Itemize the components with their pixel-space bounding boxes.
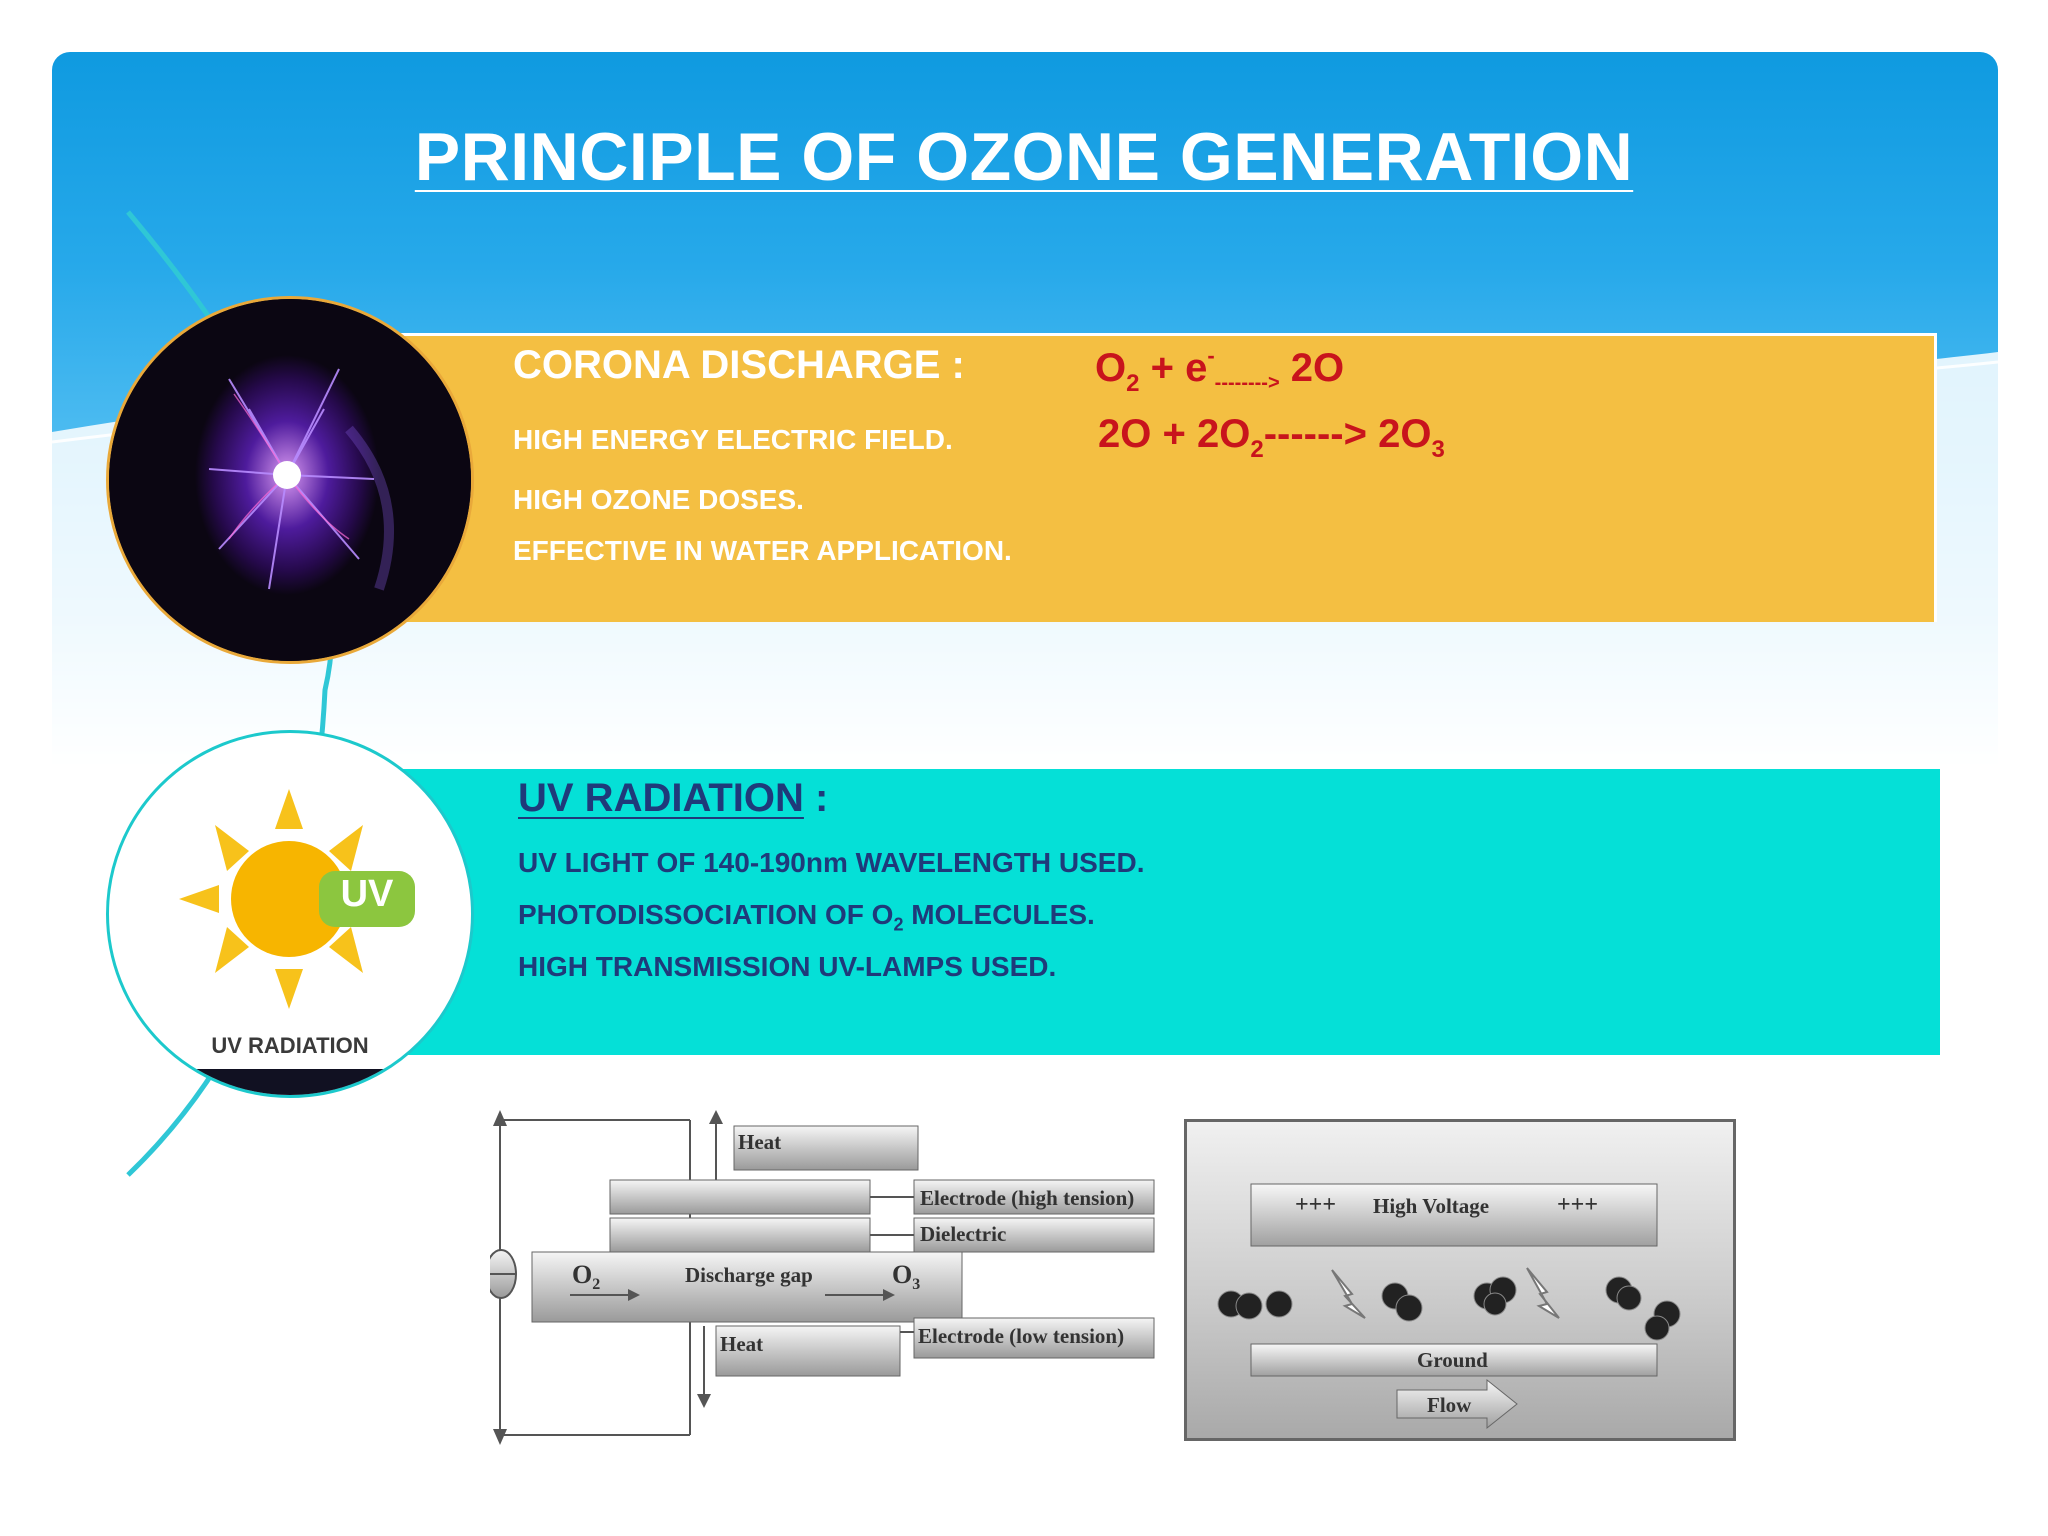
uv-point-2-pre: PHOTODISSOCIATION OF O [518,899,894,930]
corona-point-3: EFFECTIVE IN WATER APPLICATION. [513,535,1012,566]
uv-point-2: PHOTODISSOCIATION OF O2 MOLECULES. [518,899,1095,936]
uv-radiation-band [360,769,1940,1055]
plus-right-label: +++ [1557,1192,1599,1218]
plasma-ball-icon [106,296,474,664]
eq1-arrow: --------> [1214,372,1280,394]
uv-heading: UV RADIATION : [518,776,828,821]
electrode-high-label: Electrode (high tension) [920,1186,1135,1210]
corona-heading: CORONA DISCHARGE : [513,343,965,387]
uv-heading-text: UV RADIATION [518,776,804,820]
o2-text: O [572,1260,593,1289]
plus-left-label: +++ [1295,1192,1337,1218]
o3-sub: 3 [912,1276,921,1294]
high-voltage-label: High Voltage [1373,1194,1490,1218]
uv-icon-caption: UV RADIATION [211,1033,369,1058]
eq2-2o2: 2O [1196,412,1251,456]
discharge-cell-diagram: Heat Electrode (high tension) Dielectric… [490,1110,1170,1450]
uv-point-2-post: MOLECULES. [903,899,1095,930]
eq2-2o: 2O [1098,412,1152,456]
ground-label: Ground [1417,1348,1488,1372]
uv-point-1: UV LIGHT OF 140-190nm WAVELENGTH USED. [518,847,1145,878]
eq1-o-sub: 2 [1126,370,1140,397]
uv-point-2-sub: 2 [893,914,904,935]
uv-heading-colon: : [803,776,829,820]
eq2-plus: + [1162,412,1186,456]
flow-label: Flow [1427,1393,1472,1417]
sun-uv-icon: UV UV RADIATION [106,730,474,1098]
uv-badge: UV [340,873,394,915]
dielectric-label: Dielectric [920,1222,1007,1246]
eq1-o: O [1095,346,1127,390]
eq1-e-sup: - [1207,343,1215,368]
equation-1: O2 + e- --------> 2O [1095,343,1344,398]
electrode-low-label: Electrode (low tension) [918,1324,1125,1348]
o2-sub: 2 [592,1276,601,1294]
corona-discharge-band [360,333,1937,622]
eq2-rhs-sub: 3 [1431,436,1445,463]
uv-point-3: HIGH TRANSMISSION UV-LAMPS USED. [518,951,1057,982]
eq2-rhs: 2O [1378,412,1432,456]
eq1-rhs: 2O [1290,346,1345,390]
corona-point-2: HIGH OZONE DOSES. [513,484,804,515]
corona-flow-diagram: +++ High Voltage +++ Ground Flow [1184,1119,1736,1441]
eq1-plus: + [1150,346,1174,390]
slide-title: PRINCIPLE OF OZONE GENERATION [414,119,1634,195]
discharge-gap-label: Discharge gap [685,1263,813,1287]
o3-label: O3 [892,1260,920,1294]
eq2-2o2-sub: 2 [1250,436,1264,463]
o3-text: O [892,1260,913,1289]
corona-point-1: HIGH ENERGY ELECTRIC FIELD. [513,424,953,455]
heat-top-label: Heat [738,1130,782,1154]
equation-2: 2O + 2O2------> 2O3 [1098,412,1445,464]
eq1-e: e [1185,346,1208,390]
o2-label: O2 [572,1260,600,1294]
eq2-arrow: ------> [1263,412,1367,456]
heat-bottom-label: Heat [720,1332,764,1356]
